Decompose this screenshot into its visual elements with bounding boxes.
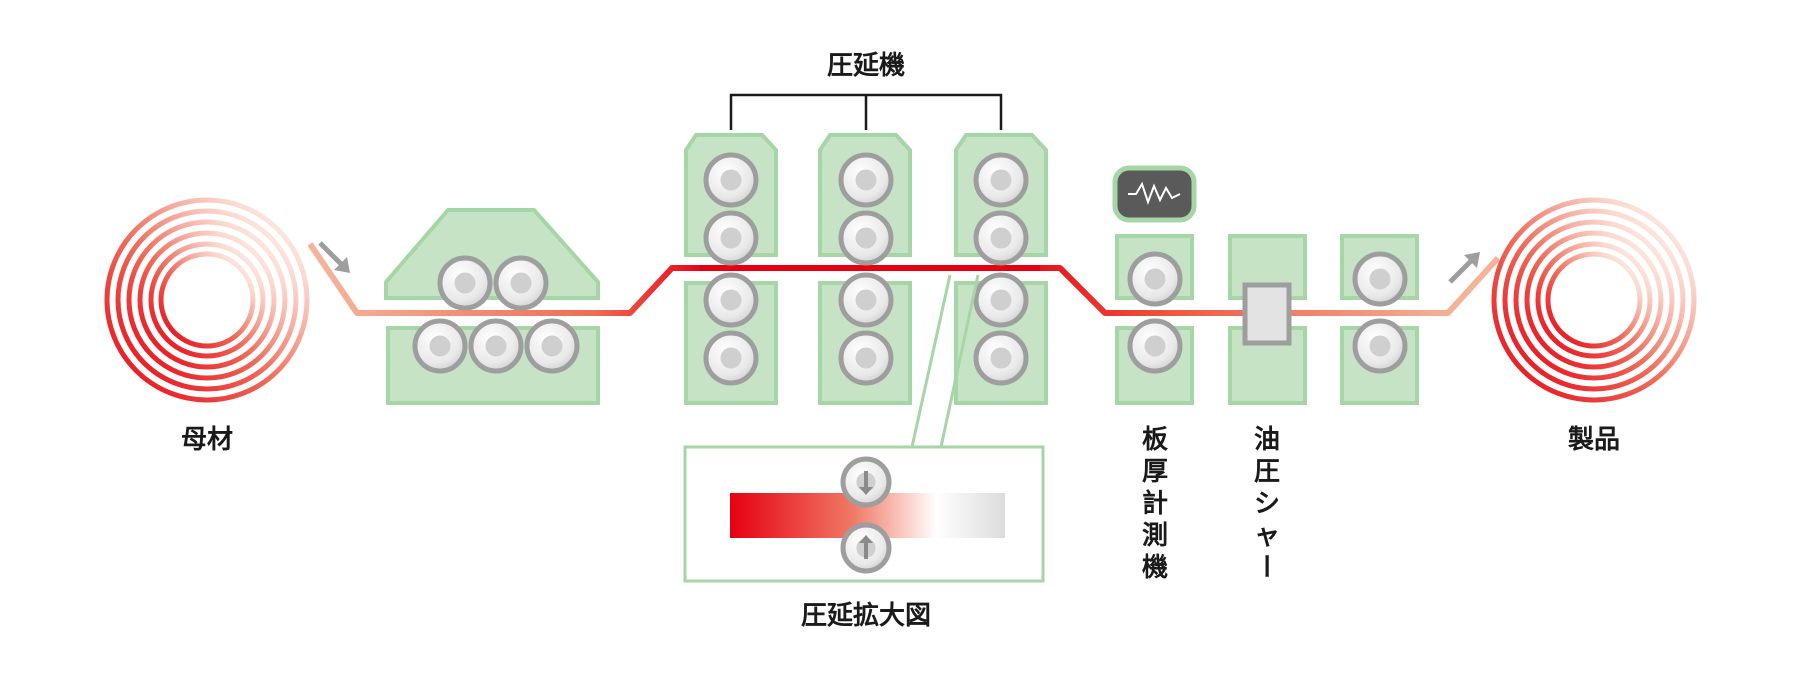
roller-icon (437, 255, 493, 311)
roller-group (412, 152, 1408, 386)
rolling-detail-label: 圧延拡大図 (801, 601, 931, 631)
leveler-machine (384, 208, 600, 405)
roller-icon (1352, 251, 1408, 307)
roller-icon (1127, 318, 1183, 374)
base-material-label: 母材 (181, 425, 233, 455)
roller-icon (973, 272, 1029, 328)
detail-roller-group (840, 456, 892, 574)
roller-icon (1352, 318, 1408, 374)
thickness-gauge-label: 板 厚 計 測 機 (1142, 425, 1168, 583)
svg-text:油: 油 (1254, 425, 1280, 455)
up-arrow-icon (859, 535, 873, 559)
roller-icon (973, 330, 1029, 386)
roller-icon (703, 272, 759, 328)
shear-blade-icon (1242, 282, 1292, 346)
roller-icon (703, 210, 759, 266)
roller-icon (838, 330, 894, 386)
roller-icon (838, 272, 894, 328)
roller-icon (838, 210, 894, 266)
svg-text:ー: ー (1250, 553, 1280, 579)
svg-text:計: 計 (1142, 488, 1168, 519)
roller-icon (838, 152, 894, 208)
entry-arrow-icon (318, 241, 350, 273)
product-coil (1491, 197, 1697, 403)
rolling-mill-bracket (729, 93, 1003, 130)
hydraulic-shear-label: 油 圧 シ ャ ー (1250, 425, 1280, 579)
roller-icon (973, 152, 1029, 208)
roller-icon (468, 318, 524, 374)
roller-icon (412, 318, 468, 374)
roller-icon (493, 255, 549, 311)
svg-text:測: 測 (1142, 521, 1168, 551)
roller-icon (703, 330, 759, 386)
exit-arrow-icon (1448, 252, 1480, 284)
svg-text:機: 機 (1142, 553, 1168, 583)
svg-text:板: 板 (1142, 425, 1168, 455)
svg-text:圧: 圧 (1254, 457, 1280, 487)
down-arrow-icon (859, 471, 873, 495)
svg-text:ャ: ャ (1254, 521, 1280, 551)
waveform-icon (1128, 181, 1181, 205)
product-label: 製品 (1568, 425, 1620, 455)
roller-icon (524, 318, 580, 374)
roller-icon (973, 210, 1029, 266)
rolling-mill-label: 圧延機 (827, 51, 905, 81)
roller-icon (1127, 251, 1183, 307)
svg-text:厚: 厚 (1142, 457, 1168, 487)
roller-icon (703, 152, 759, 208)
base-material-coil (104, 197, 310, 403)
svg-text:シ: シ (1254, 489, 1280, 519)
